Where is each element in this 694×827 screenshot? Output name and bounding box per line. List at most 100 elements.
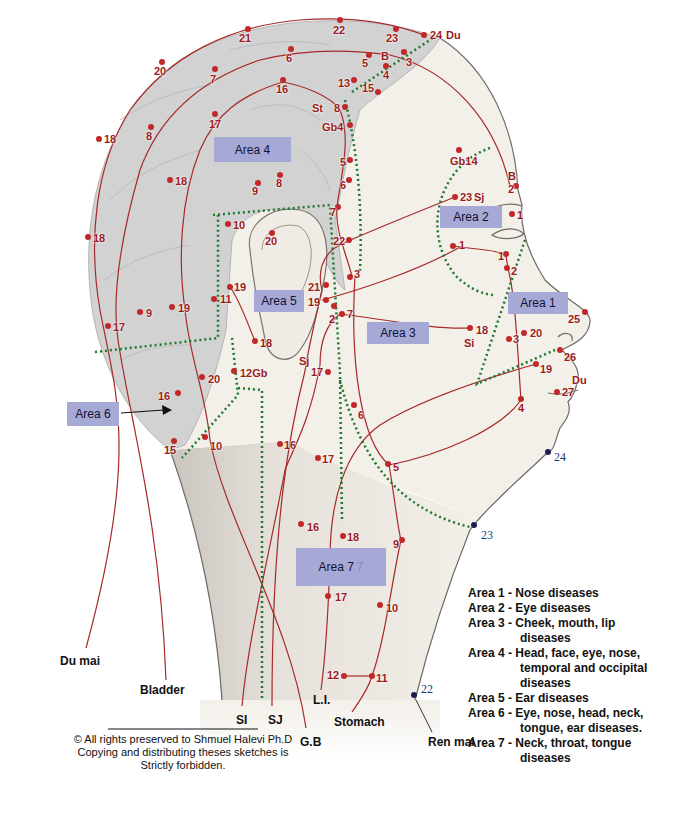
acupoint-dot — [557, 347, 563, 353]
point-label: 6 — [286, 50, 292, 66]
point-label: 16 — [307, 519, 319, 535]
acupoint-dot — [325, 593, 331, 599]
acupoint-dot — [202, 434, 208, 440]
acupoint-dot — [518, 396, 524, 402]
point-label: 6 — [340, 177, 346, 193]
point-label: 13 — [338, 75, 350, 91]
acupoint-dot — [504, 265, 510, 271]
meridian-name: Stomach — [334, 714, 385, 730]
acupoint-dot — [298, 521, 304, 527]
legend-line: Area 5 - Ear diseases — [468, 691, 648, 706]
acupoint-dot — [169, 304, 175, 310]
acupoint-dot — [347, 122, 353, 128]
acupoint-dot — [105, 323, 111, 329]
point-label: 2 — [511, 263, 517, 279]
acupoint-dot — [346, 237, 352, 243]
area-label: Area 7 — [318, 560, 353, 574]
point-label: 27 — [562, 384, 574, 400]
acupoint-dot — [341, 673, 347, 679]
point-label: Gb14 — [450, 153, 478, 169]
meridian-name: Du mai — [60, 653, 100, 669]
acupoint-dot — [385, 461, 391, 467]
acupoint-dot — [315, 455, 321, 461]
area-box: Area 6 — [67, 402, 119, 426]
legend-line: Area 4 - Head, face, eye, nose, temporal… — [468, 646, 648, 691]
point-label: 16 — [284, 437, 296, 453]
point-label: Du — [572, 372, 587, 388]
meridian-name: SI — [236, 712, 247, 728]
acupoint-dot — [554, 389, 560, 395]
point-label: 20 — [208, 371, 220, 387]
point-label: 19 — [308, 294, 320, 310]
legend-line: Area 7 - Neck, throat, tongue diseases — [468, 736, 648, 766]
acupoint-dot — [342, 104, 348, 110]
point-label: Sj — [474, 189, 484, 205]
point-label: 1 — [498, 248, 504, 264]
point-label: 24 — [554, 449, 566, 465]
ear — [249, 209, 326, 359]
acupoint-dot — [85, 234, 91, 240]
acupoint-dot — [137, 309, 143, 315]
copyright-rule — [108, 729, 258, 730]
point-label: 7 — [210, 71, 216, 87]
area-label: Area 3 — [380, 326, 415, 340]
point-label: 22 — [333, 22, 345, 38]
area-6-pointer — [121, 405, 172, 415]
point-label: 2 — [329, 311, 335, 327]
point-label: 19 — [234, 279, 246, 295]
point-label: 22 — [421, 681, 433, 697]
acupoint-dot — [351, 77, 357, 83]
acupoint-dot — [456, 147, 462, 153]
area-label: Area 1 — [520, 296, 555, 310]
point-label: 22 — [333, 233, 345, 249]
acupoint-dot — [323, 297, 329, 303]
point-label: 4 — [383, 67, 389, 83]
legend-column: Area 1 - Nose diseasesArea 2 - Eye disea… — [468, 586, 648, 766]
point-label: 24 — [430, 27, 442, 43]
acupoint-dot — [96, 136, 102, 142]
acupoint-dot — [375, 89, 381, 95]
acupoint-dot — [148, 124, 154, 130]
area-box: Area 5 — [254, 290, 304, 312]
acupoint-dot — [467, 325, 473, 331]
point-label: 11 — [220, 291, 232, 307]
point-label: 8 — [146, 128, 152, 144]
point-label: 23 — [460, 189, 472, 205]
acupoint-dot — [159, 59, 165, 65]
acupoint-dot — [245, 26, 251, 32]
area-label: Area 6 — [75, 407, 110, 421]
point-label: 1 — [459, 237, 465, 253]
area-mark: 7 — [357, 560, 364, 574]
area-label: Area 4 — [235, 143, 270, 157]
point-label: 20 — [265, 233, 277, 249]
point-label: Sj — [299, 353, 309, 369]
acupoint-dot — [377, 602, 383, 608]
legend-line: Area 6 - Eye, nose, head, neck, tongue, … — [468, 706, 648, 736]
acupoint-dot — [506, 336, 512, 342]
point-label: 26 — [564, 349, 576, 365]
acupoint-dot — [331, 303, 337, 309]
acupoint-dot — [521, 330, 527, 336]
point-label: 7 — [347, 306, 353, 322]
acupoint-dot — [225, 221, 231, 227]
point-label: 3 — [513, 331, 519, 347]
area-label: Area 2 — [453, 210, 488, 224]
acupoint-dot — [211, 296, 217, 302]
point-label: 15 — [362, 80, 374, 96]
legend-line: Area 2 - Eye diseases — [468, 601, 648, 616]
meridian-name: Ren mai — [428, 734, 475, 750]
point-label: 15 — [164, 442, 176, 458]
point-label: 10 — [233, 217, 245, 233]
acupoint-dot — [399, 537, 405, 543]
acupoint-dot — [340, 533, 346, 539]
point-label: 18 — [347, 529, 359, 545]
point-label: 19 — [540, 361, 552, 377]
point-label: 9 — [393, 536, 399, 552]
acupoint-dot — [280, 77, 286, 83]
acupoint-dot — [347, 274, 353, 280]
acupoint-dot — [582, 309, 588, 315]
point-label: 20 — [530, 325, 542, 341]
acupoint-dot — [421, 32, 427, 38]
area-box: Area 4 — [214, 137, 291, 162]
acupoint-dot — [411, 692, 417, 698]
